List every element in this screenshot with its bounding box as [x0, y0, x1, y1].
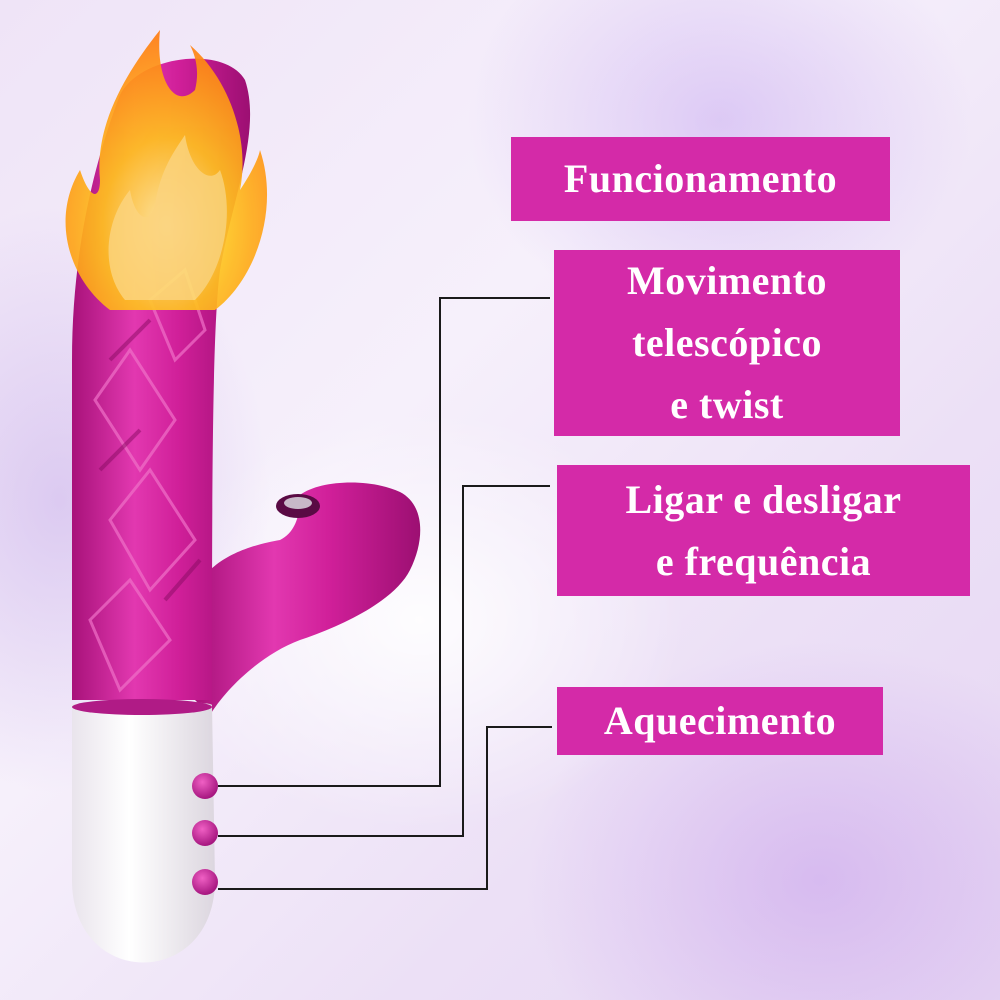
- connector-movement: [218, 297, 550, 787]
- connector-power: [218, 485, 550, 837]
- label-heating: Aquecimento: [557, 687, 883, 755]
- button-power: [192, 820, 218, 846]
- label-movement-line3: e twist: [670, 382, 784, 427]
- label-functioning: Funcionamento: [511, 137, 890, 221]
- label-power: Ligar e desligar e frequência: [557, 465, 970, 596]
- control-buttons: [192, 773, 218, 895]
- label-movement-line1: Movimento: [626, 258, 827, 303]
- label-power-line1: Ligar e desligar: [625, 476, 902, 522]
- label-power-line2: e frequência: [655, 538, 872, 584]
- label-movement-line2: telescópico: [632, 320, 822, 365]
- label-movement: Movimento telescópico e twist: [554, 250, 900, 436]
- button-movement: [192, 773, 218, 799]
- suction-arm: [195, 482, 421, 715]
- connector-heating: [218, 726, 552, 890]
- flame-icon: [65, 30, 268, 310]
- connector-lines: [218, 297, 552, 890]
- label-heating-text: Aquecimento: [603, 698, 837, 743]
- button-heating: [192, 869, 218, 895]
- white-handle: [72, 699, 215, 963]
- label-functioning-text: Funcionamento: [563, 156, 838, 201]
